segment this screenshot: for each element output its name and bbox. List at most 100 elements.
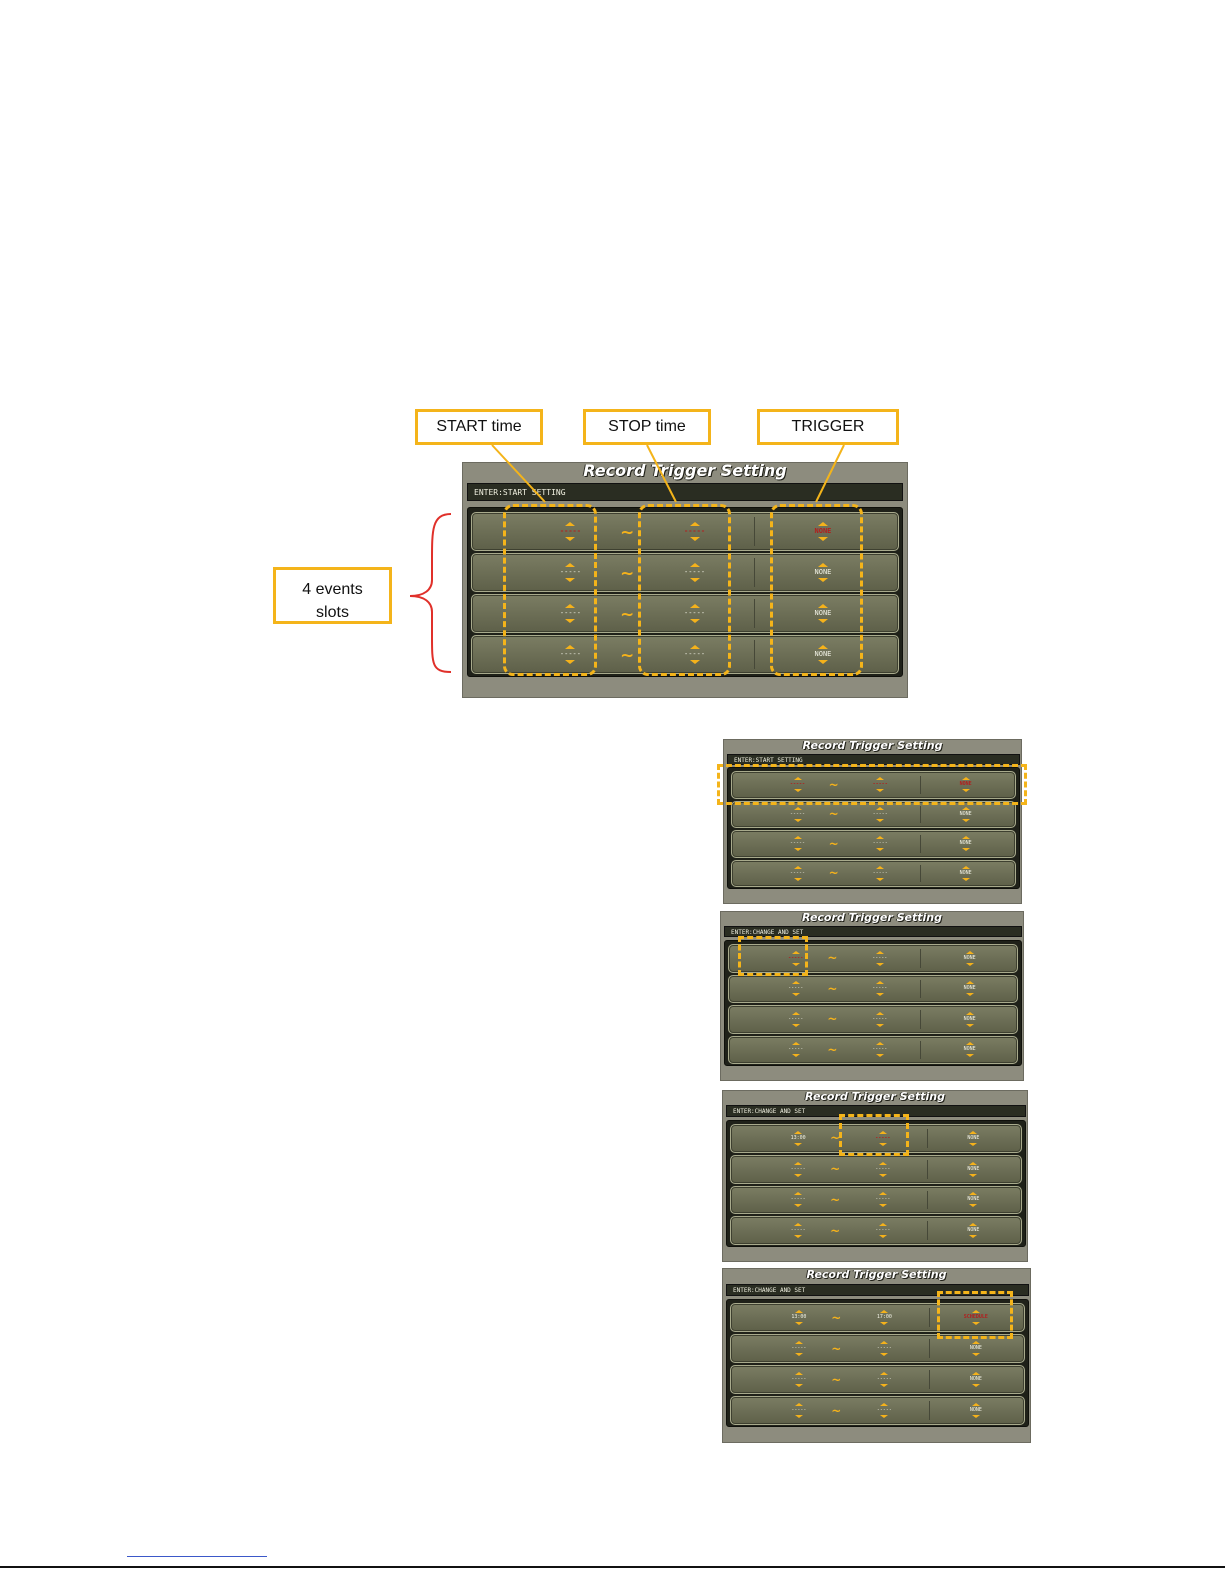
down-arrow-icon[interactable]: [793, 877, 802, 881]
up-arrow-icon[interactable]: [793, 806, 802, 810]
down-arrow-icon[interactable]: [875, 1023, 884, 1027]
down-arrow-icon[interactable]: [791, 993, 800, 997]
event-slot-row[interactable]: ----------NONE~: [731, 830, 1016, 858]
down-arrow-icon[interactable]: [880, 1415, 889, 1418]
stop-time-cell[interactable]: -----: [655, 513, 735, 550]
down-arrow-icon[interactable]: [689, 537, 700, 541]
stop-time-cell[interactable]: -----: [844, 1397, 924, 1424]
trigger-cell[interactable]: NONE: [936, 1335, 1016, 1362]
trigger-cell[interactable]: NONE: [933, 1156, 1013, 1183]
up-arrow-icon[interactable]: [876, 806, 885, 810]
up-arrow-icon[interactable]: [965, 950, 974, 954]
trigger-cell[interactable]: NONE: [926, 831, 1006, 857]
down-arrow-icon[interactable]: [565, 537, 576, 541]
down-arrow-icon[interactable]: [794, 1235, 803, 1239]
up-arrow-icon[interactable]: [961, 806, 970, 810]
down-arrow-icon[interactable]: [794, 1415, 803, 1418]
event-slot-row[interactable]: ----------NONE~: [728, 1005, 1018, 1034]
up-arrow-icon[interactable]: [817, 604, 828, 608]
down-arrow-icon[interactable]: [965, 993, 974, 997]
event-slot-row[interactable]: ----------NONE~: [728, 944, 1018, 973]
up-arrow-icon[interactable]: [791, 1011, 800, 1015]
down-arrow-icon[interactable]: [875, 993, 884, 997]
trigger-cell[interactable]: NONE: [936, 1366, 1016, 1393]
up-arrow-icon[interactable]: [875, 1011, 884, 1015]
event-slot-row[interactable]: ----------NONE~: [730, 1365, 1025, 1394]
trigger-cell[interactable]: NONE: [783, 636, 863, 673]
up-arrow-icon[interactable]: [565, 563, 576, 567]
up-arrow-icon[interactable]: [971, 1403, 980, 1406]
start-time-cell[interactable]: -----: [758, 802, 838, 828]
down-arrow-icon[interactable]: [880, 1384, 889, 1387]
up-arrow-icon[interactable]: [689, 604, 700, 608]
start-time-cell[interactable]: -----: [530, 636, 610, 673]
up-arrow-icon[interactable]: [880, 1310, 889, 1313]
up-arrow-icon[interactable]: [875, 950, 884, 954]
down-arrow-icon[interactable]: [961, 789, 970, 793]
down-arrow-icon[interactable]: [965, 962, 974, 966]
trigger-cell[interactable]: NONE: [933, 1217, 1013, 1244]
start-time-cell[interactable]: -----: [758, 772, 838, 798]
event-slot-row[interactable]: ----------NONE~: [471, 594, 899, 633]
up-arrow-icon[interactable]: [793, 865, 802, 869]
up-arrow-icon[interactable]: [969, 1223, 978, 1227]
start-time-cell[interactable]: 13:00: [759, 1304, 839, 1331]
trigger-cell[interactable]: NONE: [933, 1125, 1013, 1152]
trigger-cell[interactable]: NONE: [930, 1037, 1010, 1064]
start-time-cell[interactable]: -----: [756, 1006, 836, 1033]
up-arrow-icon[interactable]: [878, 1130, 887, 1134]
stop-time-cell[interactable]: -----: [840, 831, 920, 857]
trigger-cell[interactable]: NONE: [926, 861, 1006, 887]
event-slot-row[interactable]: ----------NONE~: [471, 512, 899, 551]
down-arrow-icon[interactable]: [878, 1173, 887, 1177]
up-arrow-icon[interactable]: [794, 1372, 803, 1375]
down-arrow-icon[interactable]: [689, 578, 700, 582]
up-arrow-icon[interactable]: [878, 1223, 887, 1227]
up-arrow-icon[interactable]: [965, 981, 974, 985]
up-arrow-icon[interactable]: [794, 1223, 803, 1227]
stop-time-cell[interactable]: -----: [843, 1125, 923, 1152]
event-slot-row[interactable]: ----------NONE~: [730, 1334, 1025, 1363]
trigger-cell[interactable]: NONE: [783, 595, 863, 632]
up-arrow-icon[interactable]: [793, 836, 802, 840]
down-arrow-icon[interactable]: [875, 1054, 884, 1058]
down-arrow-icon[interactable]: [971, 1384, 980, 1387]
down-arrow-icon[interactable]: [817, 537, 828, 541]
up-arrow-icon[interactable]: [961, 865, 970, 869]
event-slot-row[interactable]: ----------NONE~: [731, 771, 1016, 799]
up-arrow-icon[interactable]: [880, 1403, 889, 1406]
up-arrow-icon[interactable]: [971, 1310, 980, 1313]
trigger-cell[interactable]: NONE: [783, 513, 863, 550]
event-slot-row[interactable]: ----------NONE~: [731, 800, 1016, 828]
down-arrow-icon[interactable]: [971, 1322, 980, 1325]
down-arrow-icon[interactable]: [961, 818, 970, 822]
down-arrow-icon[interactable]: [880, 1353, 889, 1356]
start-time-cell[interactable]: -----: [530, 513, 610, 550]
start-time-cell[interactable]: -----: [759, 1335, 839, 1362]
down-arrow-icon[interactable]: [793, 848, 802, 852]
up-arrow-icon[interactable]: [791, 1042, 800, 1046]
down-arrow-icon[interactable]: [689, 660, 700, 664]
stop-time-cell[interactable]: 17:00: [844, 1304, 924, 1331]
trigger-cell[interactable]: NONE: [933, 1187, 1013, 1214]
down-arrow-icon[interactable]: [876, 877, 885, 881]
down-arrow-icon[interactable]: [793, 789, 802, 793]
down-arrow-icon[interactable]: [878, 1204, 887, 1208]
down-arrow-icon[interactable]: [876, 789, 885, 793]
up-arrow-icon[interactable]: [565, 604, 576, 608]
down-arrow-icon[interactable]: [793, 818, 802, 822]
down-arrow-icon[interactable]: [876, 818, 885, 822]
trigger-cell[interactable]: NONE: [930, 945, 1010, 972]
down-arrow-icon[interactable]: [565, 660, 576, 664]
up-arrow-icon[interactable]: [817, 522, 828, 526]
start-time-cell[interactable]: -----: [756, 1037, 836, 1064]
down-arrow-icon[interactable]: [969, 1204, 978, 1208]
up-arrow-icon[interactable]: [565, 645, 576, 649]
event-slot-row[interactable]: ----------NONE~: [730, 1216, 1022, 1245]
start-time-cell[interactable]: -----: [530, 595, 610, 632]
up-arrow-icon[interactable]: [880, 1341, 889, 1344]
trigger-cell[interactable]: NONE: [926, 772, 1006, 798]
down-arrow-icon[interactable]: [791, 962, 800, 966]
up-arrow-icon[interactable]: [565, 522, 576, 526]
